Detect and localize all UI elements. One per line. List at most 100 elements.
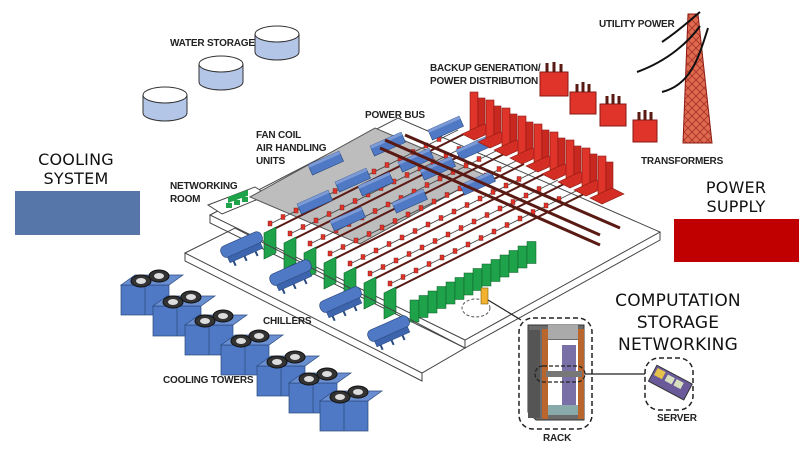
cooling-system-legend-title: COOLING SYSTEM	[14, 150, 138, 188]
pdu	[410, 149, 416, 155]
pdu	[347, 260, 353, 267]
networking-room	[206, 186, 270, 215]
chiller	[319, 286, 363, 322]
pdu	[380, 264, 386, 270]
pdu	[536, 186, 542, 192]
pdu	[326, 211, 332, 217]
pdu	[411, 188, 417, 195]
pdu	[379, 224, 385, 231]
label-rack: RACK	[543, 433, 572, 444]
pdu	[426, 261, 432, 267]
rack-row	[323, 159, 525, 290]
pdu	[437, 175, 443, 182]
pdu	[424, 182, 430, 188]
pdu	[470, 179, 476, 185]
pdu	[365, 191, 371, 198]
pdu	[556, 196, 562, 202]
cooling-tower	[151, 290, 217, 337]
server-illustration	[647, 364, 693, 401]
fan	[230, 334, 252, 348]
fan-coil-unit	[369, 131, 406, 157]
fan-coil-unit	[419, 155, 456, 181]
power-supply-legend-title: POWER SUPPLY	[673, 178, 799, 216]
pdu	[319, 194, 325, 201]
rack-illustration	[527, 324, 585, 421]
it-equipment-legend-title: COMPUTATION STORAGE NETWORKING	[598, 290, 758, 356]
water-storage-tanks	[142, 25, 300, 122]
cooling-tower	[287, 367, 353, 414]
rack	[409, 299, 420, 323]
fan	[248, 329, 270, 343]
rack-front	[283, 236, 297, 270]
power-title-line1: POWER	[705, 178, 767, 197]
pdu	[406, 251, 412, 257]
pdu	[346, 221, 352, 227]
label-chillers: CHILLERS	[263, 316, 312, 327]
pdu	[340, 244, 346, 250]
pdu	[484, 212, 490, 218]
fan	[347, 385, 369, 399]
pdu	[432, 238, 438, 244]
rack	[508, 250, 519, 273]
pdu	[417, 165, 423, 172]
rack-front	[343, 266, 357, 300]
rack	[472, 268, 483, 291]
power-title-line2: SUPPLY	[706, 197, 766, 216]
pdu	[497, 205, 503, 212]
front-rack-row	[409, 241, 537, 323]
backup-generator	[589, 155, 625, 205]
backup-generators	[461, 91, 625, 205]
pdu	[413, 267, 419, 274]
pdu	[456, 146, 462, 152]
pdu	[360, 254, 366, 260]
rack	[526, 241, 537, 264]
pdu	[445, 231, 451, 238]
pdu	[439, 254, 445, 261]
pdu	[431, 198, 437, 205]
pdu	[332, 188, 338, 194]
pdu	[307, 240, 313, 247]
pdu	[464, 202, 470, 208]
water-tank	[198, 55, 244, 91]
pdu	[450, 169, 456, 175]
cooling-title-line2: SYSTEM	[43, 169, 109, 188]
rack	[436, 286, 447, 309]
label-fan-coil-line3: UNITS	[256, 156, 286, 167]
label-transformers: TRANSFORMERS	[641, 156, 724, 167]
backup-generator	[541, 131, 577, 181]
pdu	[465, 241, 471, 248]
cooling-tower	[219, 329, 285, 376]
transformer	[632, 110, 658, 143]
pdu	[483, 172, 489, 179]
rack	[427, 290, 438, 314]
pdu	[543, 202, 549, 209]
cooling-tower	[119, 269, 185, 316]
pdu	[458, 225, 464, 231]
rack-row	[343, 169, 545, 300]
pdu	[386, 241, 392, 247]
label-water-storage: WATER STORAGE	[170, 38, 255, 49]
fan-coil-unit	[455, 135, 492, 161]
chiller	[269, 259, 313, 295]
chiller	[220, 231, 264, 267]
fan-coil-unit	[357, 171, 394, 197]
power-supply-swatch	[674, 219, 799, 262]
pdu	[444, 192, 450, 198]
pdu	[418, 205, 424, 211]
it-title-line3: NETWORKING	[618, 335, 738, 355]
pdu	[359, 214, 365, 221]
cooling-tower	[318, 385, 384, 432]
pdu	[352, 198, 358, 204]
pdu	[496, 166, 502, 172]
water-tank	[142, 86, 188, 122]
fan-coil-unit	[397, 147, 434, 173]
pdu	[516, 176, 522, 182]
pdu	[372, 208, 378, 214]
rack-row	[263, 129, 465, 260]
fan	[130, 274, 152, 288]
pdu	[267, 220, 273, 227]
pdu	[476, 156, 482, 162]
pdu	[327, 250, 333, 257]
pdu	[491, 228, 497, 235]
pdu	[280, 214, 286, 220]
